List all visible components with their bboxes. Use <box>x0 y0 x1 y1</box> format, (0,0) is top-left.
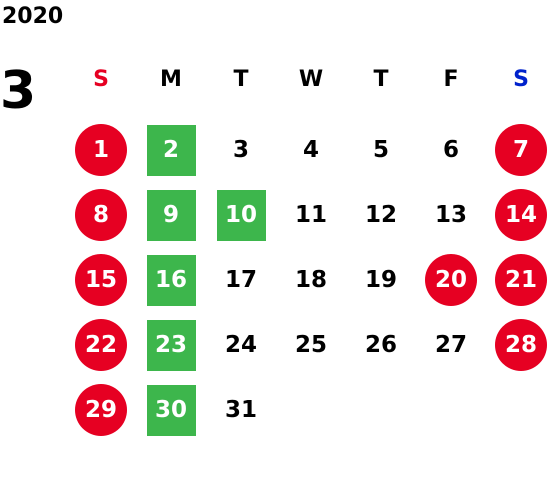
day-cell <box>416 384 486 436</box>
day-number: 17 <box>224 267 257 293</box>
day-cell[interactable]: 7 <box>486 124 548 176</box>
day-cell <box>346 384 416 436</box>
weekday-header-tuesday: T <box>233 67 249 92</box>
day-number: 1 <box>75 124 127 176</box>
day-cell[interactable]: 25 <box>276 319 346 371</box>
weekday-header-friday: F <box>443 67 459 92</box>
day-number: 12 <box>364 202 397 228</box>
day-cell[interactable]: 1 <box>66 124 136 176</box>
day-cell[interactable]: 4 <box>276 124 346 176</box>
weekday-header-thursday: T <box>373 67 389 92</box>
day-number: 22 <box>75 319 127 371</box>
day-cell[interactable]: 24 <box>206 319 276 371</box>
day-cell <box>276 384 346 436</box>
day-number: 21 <box>495 254 547 306</box>
day-number <box>355 384 407 436</box>
day-cell[interactable]: 31 <box>206 384 276 436</box>
day-number: 9 <box>146 189 196 241</box>
day-cell[interactable]: 14 <box>486 189 548 241</box>
day-number: 31 <box>224 397 257 423</box>
month-label: 3 <box>0 61 37 121</box>
day-number: 18 <box>294 267 327 293</box>
day-cell[interactable]: 5 <box>346 124 416 176</box>
day-number: 23 <box>146 319 196 371</box>
day-cell[interactable]: 27 <box>416 319 486 371</box>
day-cell[interactable]: 12 <box>346 189 416 241</box>
day-cell[interactable]: 18 <box>276 254 346 306</box>
day-number: 10 <box>216 189 266 241</box>
day-number: 4 <box>302 137 319 163</box>
day-number: 24 <box>224 332 257 358</box>
day-cell[interactable]: 28 <box>486 319 548 371</box>
day-cell[interactable]: 19 <box>346 254 416 306</box>
weekday-header-saturday: S <box>513 67 529 92</box>
day-cell[interactable]: 26 <box>346 319 416 371</box>
day-number: 27 <box>434 332 467 358</box>
day-number: 26 <box>364 332 397 358</box>
day-cell[interactable]: 6 <box>416 124 486 176</box>
day-number <box>425 384 477 436</box>
day-number: 2 <box>146 124 196 176</box>
day-number: 29 <box>75 384 127 436</box>
day-number: 7 <box>495 124 547 176</box>
day-cell[interactable]: 17 <box>206 254 276 306</box>
weekday-header-monday: M <box>160 67 182 92</box>
day-number: 30 <box>146 384 196 436</box>
day-cell[interactable]: 30 <box>136 384 206 436</box>
day-number: 6 <box>442 137 459 163</box>
day-cell[interactable]: 10 <box>206 189 276 241</box>
day-number: 28 <box>495 319 547 371</box>
month-calendar-grid: S M T W T F S 1 2 3 4 5 6 7 8 9 10 11 12… <box>66 60 548 440</box>
day-number: 16 <box>146 254 196 306</box>
day-cell[interactable]: 2 <box>136 124 206 176</box>
day-number: 14 <box>495 189 547 241</box>
day-number <box>495 384 547 436</box>
day-cell[interactable]: 3 <box>206 124 276 176</box>
day-number: 20 <box>425 254 477 306</box>
day-cell[interactable]: 15 <box>66 254 136 306</box>
year-label: 2020 <box>2 4 64 29</box>
day-number: 11 <box>294 202 327 228</box>
day-cell[interactable]: 11 <box>276 189 346 241</box>
day-number: 15 <box>75 254 127 306</box>
day-cell[interactable]: 13 <box>416 189 486 241</box>
day-cell[interactable]: 23 <box>136 319 206 371</box>
weekday-header-sunday: S <box>93 67 109 92</box>
day-cell[interactable]: 9 <box>136 189 206 241</box>
day-cell[interactable]: 29 <box>66 384 136 436</box>
day-cell[interactable]: 16 <box>136 254 206 306</box>
day-number: 3 <box>232 137 249 163</box>
day-number: 8 <box>75 189 127 241</box>
day-number <box>285 384 337 436</box>
day-cell <box>486 384 548 436</box>
day-number: 5 <box>372 137 389 163</box>
day-number: 13 <box>434 202 467 228</box>
day-cell[interactable]: 20 <box>416 254 486 306</box>
weekday-header-wednesday: W <box>298 67 324 92</box>
day-cell[interactable]: 21 <box>486 254 548 306</box>
day-number: 19 <box>364 267 397 293</box>
day-cell[interactable]: 8 <box>66 189 136 241</box>
day-cell[interactable]: 22 <box>66 319 136 371</box>
day-number: 25 <box>294 332 327 358</box>
